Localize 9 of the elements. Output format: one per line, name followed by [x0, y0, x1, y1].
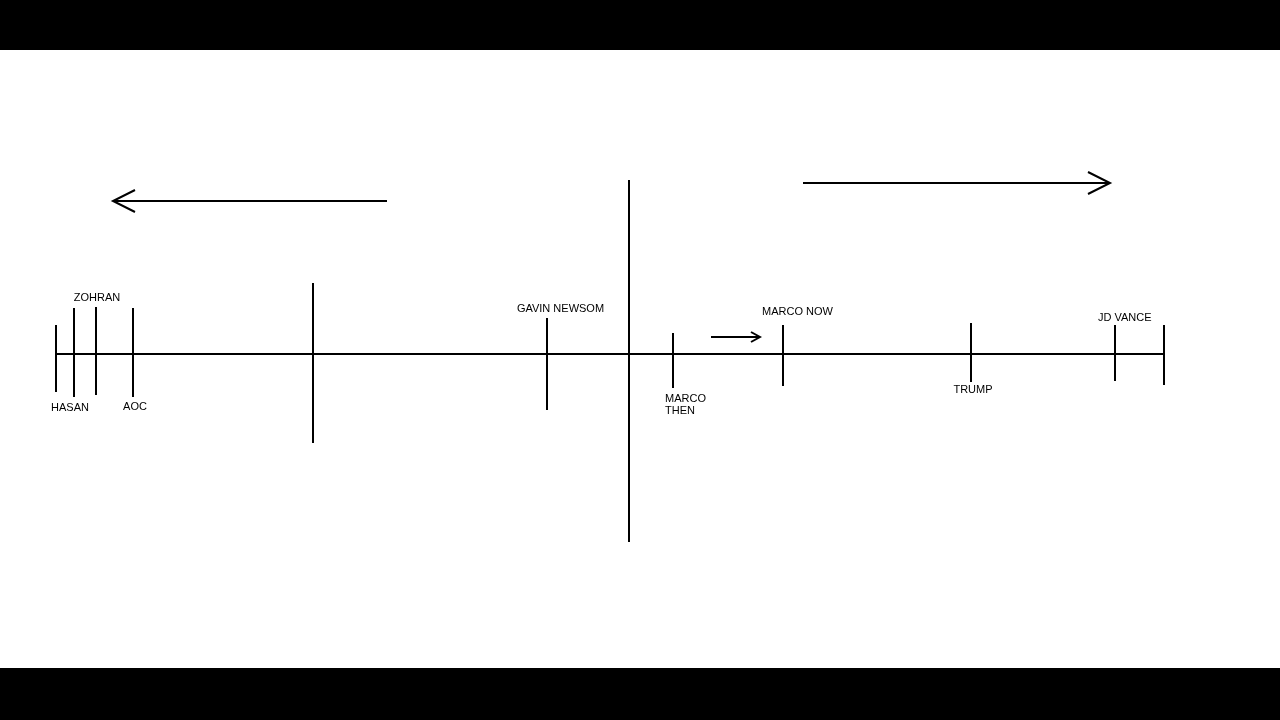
name-label: MARCO NOW — [762, 305, 834, 317]
name-label: MARCO THEN — [665, 392, 707, 416]
name-label: HASAN — [50, 401, 90, 413]
name-label: TRUMP — [952, 383, 994, 395]
name-label: JD VANCE — [1098, 311, 1153, 323]
arrow — [710, 331, 761, 343]
name-label: AOC — [122, 400, 148, 412]
name-label: ZOHRAN — [72, 291, 122, 303]
name-label: GAVIN NEWSOM — [515, 302, 606, 314]
